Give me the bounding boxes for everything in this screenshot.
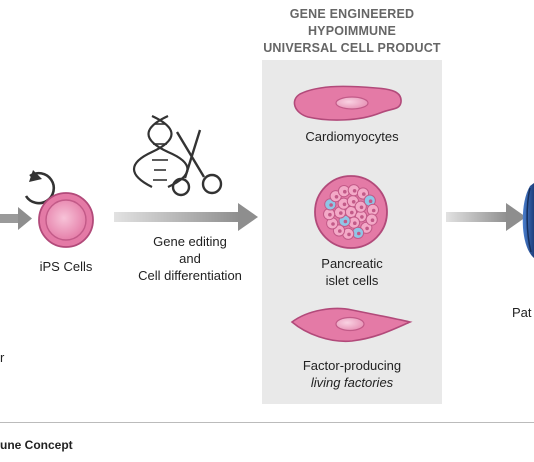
islet-cell-nucleus — [350, 210, 354, 215]
patient-label-fragment: Pat — [512, 305, 532, 320]
islet-cell-nucleus — [343, 219, 348, 224]
process-arrow — [114, 203, 258, 231]
ips-cell — [38, 192, 94, 248]
islet-cell-nucleus — [370, 218, 375, 222]
process-label-line-1: Gene editing — [153, 234, 227, 249]
left-label-fragment: r — [0, 350, 5, 365]
section-divider — [0, 422, 534, 423]
panel-title-line-3: UNIVERSAL CELL PRODUCT — [263, 41, 441, 55]
islet-cell-nucleus — [352, 189, 357, 193]
islet-cells-label: Pancreatic islet cells — [262, 255, 442, 289]
cardiomyocyte-cell — [293, 85, 402, 121]
islet-cell-nucleus — [368, 199, 373, 203]
islet-cell-nucleus — [334, 195, 339, 199]
pancreatic-islet-cluster — [314, 175, 388, 249]
islet-label-line-1: Pancreatic — [321, 256, 383, 271]
process-label-line-2: and — [179, 251, 201, 266]
islet-cell-nucleus — [365, 226, 369, 231]
factor-label-line-1: Factor-producing — [302, 358, 402, 373]
islet-cell-nucleus — [359, 205, 364, 210]
islet-cell-nucleus — [328, 212, 332, 217]
scissors-icon — [171, 129, 223, 197]
islet-cell-nucleus — [331, 222, 335, 226]
cycle-arrow-icon — [24, 170, 56, 205]
concept-title: une Concept — [0, 438, 73, 452]
islet-cell-nucleus — [362, 192, 366, 196]
cardiomyocytes-label: Cardiomyocytes — [305, 129, 399, 144]
ips-cells-label: iPS Cells — [39, 259, 93, 274]
factor-producing-label: Factor-producing living factories — [262, 357, 442, 391]
factor-producing-cell — [290, 307, 413, 343]
islet-cell-nucleus — [338, 229, 342, 233]
input-arrow — [0, 207, 32, 230]
islet-cell-nucleus — [329, 203, 333, 207]
panel-title-line-1: GENE ENGINEERED — [289, 7, 415, 21]
islet-cell-nucleus — [339, 211, 343, 215]
islet-cell-nucleus — [351, 200, 356, 204]
islet-cell-nucleus — [347, 232, 351, 237]
factor-label-line-2: living factories — [310, 375, 394, 390]
islet-cell-nucleus — [371, 208, 376, 213]
islet-cell-nucleus — [343, 189, 347, 194]
islet-cell-nucleus — [360, 215, 364, 219]
process-label-line-3: Cell differentiation — [138, 268, 242, 283]
dna-helix-icon — [133, 115, 189, 188]
process-label: Gene editing and Cell differentiation — [120, 233, 260, 284]
panel-title: GENE ENGINEERED HYPOIMMUNE UNIVERSAL CEL… — [250, 6, 454, 57]
islet-label-line-2: islet cells — [325, 273, 379, 288]
patient-arrow — [446, 203, 526, 231]
patient-figure — [522, 183, 534, 258]
islet-cell-nucleus — [353, 221, 357, 225]
islet-cell-nucleus — [342, 202, 347, 207]
islet-cell-nucleus — [357, 231, 361, 236]
panel-title-line-2: HYPOIMMUNE — [307, 24, 397, 38]
